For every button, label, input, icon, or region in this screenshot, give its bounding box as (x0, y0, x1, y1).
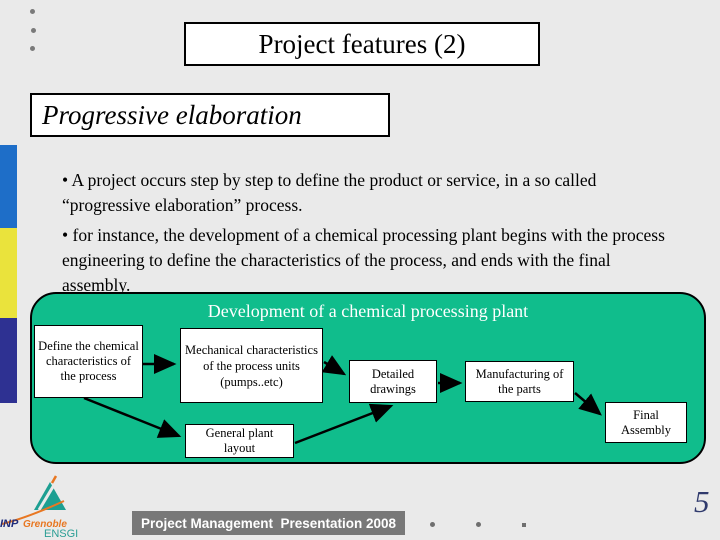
bullet-paragraph: • A project occurs step by step to defin… (62, 170, 597, 215)
slide-subtitle: Progressive elaboration (42, 99, 302, 130)
bullet-paragraph: • for instance, the development of a che… (62, 225, 665, 295)
flow-node-define: Define the chemical characteristics of t… (34, 325, 143, 398)
footer-bar: Project Management Presentation 2008 (132, 511, 405, 535)
page-number: 5 (694, 484, 710, 519)
left-accent-bar-blue (0, 145, 17, 228)
flow-arrow-manufacturing-final (574, 392, 602, 416)
flow-node-label: Final Assembly (621, 407, 671, 437)
flow-node-label: Define the chemical characteristics of t… (38, 339, 139, 383)
flow-node-manufacturing: Manufacturing of the parts (465, 361, 574, 402)
decor-dot (31, 28, 36, 33)
flow-node-label: Mechanical characteristics of the proces… (185, 342, 318, 389)
logo-sail-icon (1, 475, 66, 525)
left-accent-bar-yellow (0, 228, 17, 318)
slide-title-box: Project features (2) (184, 22, 540, 66)
decor-dot (30, 46, 35, 51)
body-text: • A project occurs step by step to defin… (62, 168, 666, 298)
flow-node-label: Manufacturing of the parts (475, 366, 564, 396)
flow-node-label: Detailed drawings (370, 366, 416, 396)
logo-text-grenoble: Grenoble (23, 519, 67, 530)
decor-dot (30, 9, 35, 14)
flow-arrow-layout-detailed (294, 403, 394, 445)
flow-node-mechanical: Mechanical characteristics of the proces… (180, 328, 323, 403)
decor-dot (430, 522, 435, 527)
slide-title: Project features (2) (258, 28, 466, 59)
flow-node-layout: General plant layout (185, 424, 294, 458)
flow-arrow-mechanical-detailed (321, 355, 347, 376)
logo-text-inp: INP (0, 518, 19, 530)
flow-node-final: Final Assembly (605, 402, 687, 443)
diagram-panel: Development of a chemical processing pla… (30, 292, 706, 464)
flow-node-label: General plant layout (205, 426, 274, 455)
flow-arrow-define-layout (83, 396, 182, 438)
decor-dot (476, 522, 481, 527)
inp-grenoble-ensgi-logo (0, 474, 100, 540)
slide-subtitle-box: Progressive elaboration (30, 93, 390, 137)
left-accent-bar-navy (0, 318, 17, 403)
footer-text: Project Management Presentation 2008 (140, 515, 397, 531)
decor-dot (522, 523, 526, 527)
logo-text-ensgi: ENSGI (44, 528, 79, 540)
diagram-title: Development of a chemical processing pla… (207, 301, 529, 321)
flow-node-detailed: Detailed drawings (349, 360, 437, 403)
